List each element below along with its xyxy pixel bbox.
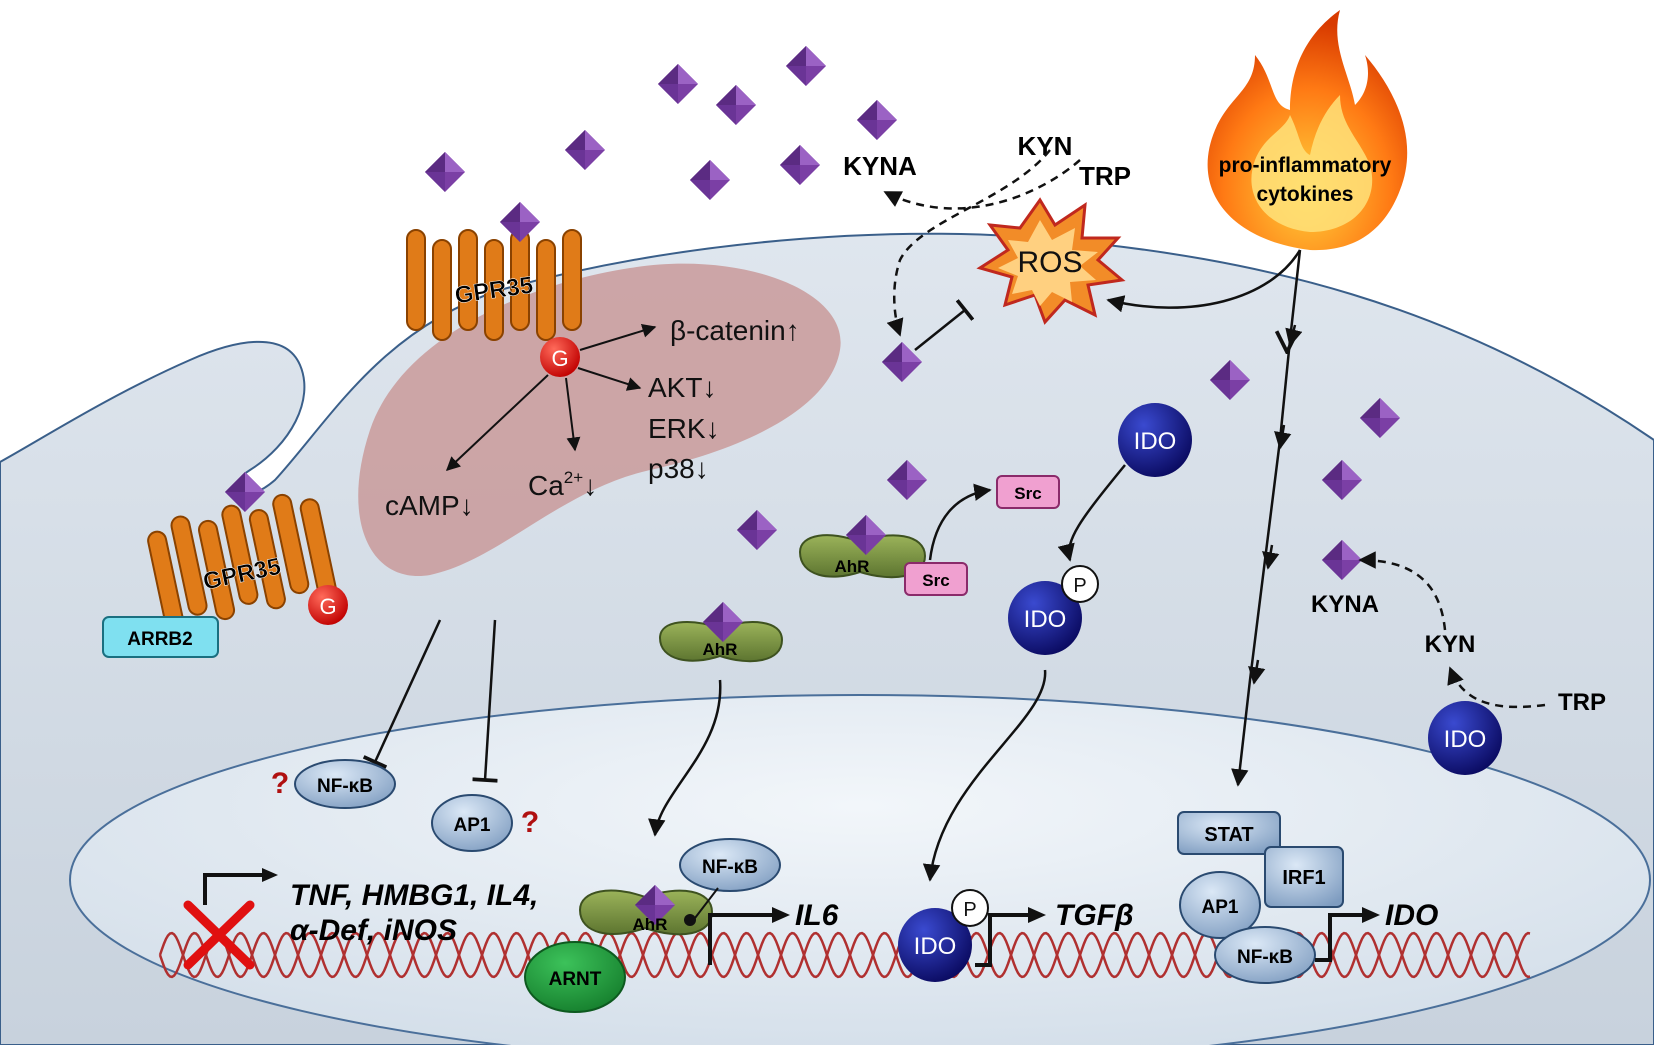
irf1-label: IRF1	[1282, 867, 1325, 889]
erk-label: ERK↓	[648, 413, 720, 444]
ido-phospho	[1008, 581, 1082, 655]
arrb2-box	[102, 616, 219, 658]
ido-nuclear	[898, 908, 972, 982]
ido-free	[1118, 403, 1192, 477]
g-protein-top-label: G	[551, 346, 568, 371]
cytokines-label-line2: cytokines	[1257, 183, 1354, 206]
ahr-cytoplasm: AhR	[658, 602, 784, 663]
ahr-to-nucleus-arrow	[648, 679, 722, 837]
ap1-nuclear	[1179, 871, 1261, 939]
ido-gene-label: IDO	[1385, 899, 1438, 932]
arrb2-label: ARRB2	[127, 629, 192, 650]
ido-nuclear-label: IDO	[914, 933, 957, 960]
nfkb-nuclear-ahr-label: NF-κB	[702, 857, 758, 878]
gpr35-receptor-lower: GPR35	[147, 493, 337, 631]
ahr-nuclear-label: AhR	[633, 915, 668, 934]
arnt-label: ARNT	[549, 969, 602, 990]
nfkb-cytoplasm-label: NF-κB	[317, 776, 373, 797]
src-release-arrow	[928, 483, 992, 561]
gpr35-receptor-top: GPR35 G	[406, 202, 582, 377]
arnt	[524, 941, 626, 1013]
ido-phospho-label: IDO	[1024, 606, 1067, 633]
calcium-superscript: 2+	[564, 468, 583, 487]
ahr-cytoplasm-label: AhR	[703, 640, 738, 659]
ido-free-label: IDO	[1134, 428, 1177, 455]
stat-label: STAT	[1204, 824, 1253, 846]
src-bound-label: Src	[922, 571, 949, 590]
kyn-pathway-arrows-right	[1358, 551, 1546, 709]
ros-burst: ROS	[976, 197, 1126, 325]
nfkb-cytoplasm	[294, 759, 396, 809]
trp-label-right: TRP	[1558, 689, 1606, 716]
phospho-badge	[1061, 565, 1099, 603]
p38-label: p38↓	[648, 453, 709, 484]
question-mark-ap1: ?	[521, 806, 539, 839]
g-protein-lower-label: G	[319, 594, 336, 619]
camp-label: cAMP↓	[385, 490, 474, 521]
cytokines-label-line1: pro-inflammatory	[1219, 154, 1392, 177]
phospho-badge-nuclear	[951, 889, 989, 927]
g-signaling-arrows	[445, 324, 657, 471]
kyna-label-top: KYNA	[843, 151, 917, 181]
beta-catenin-label: β-catenin↑	[670, 315, 800, 346]
suppressed-genes-line1: TNF, HMBG1, IL4,	[290, 879, 538, 912]
cytokines-flame: pro-inflammatory cytokines	[1207, 10, 1408, 251]
question-mark-nfkb: ?	[271, 767, 289, 800]
src-free-label: Src	[1014, 484, 1041, 503]
g-protein-lower	[308, 585, 348, 625]
phospho-badge-nuclear-label: P	[963, 899, 976, 921]
trp-label-top: TRP	[1079, 161, 1131, 191]
ap1-cytoplasm-label: AP1	[454, 815, 491, 836]
ros-label: ROS	[1017, 246, 1082, 279]
kyna-label-right: KYNA	[1311, 591, 1379, 618]
ido-right	[1428, 701, 1502, 775]
g-protein-top	[540, 337, 580, 377]
il6-gene-label: IL6	[795, 899, 839, 932]
ahr-complex-label: AhR	[835, 557, 870, 576]
calcium-label: Ca2+↓	[528, 468, 597, 501]
irf1-box	[1264, 846, 1344, 908]
tgfb-gene-label: TGFβ	[1055, 899, 1134, 932]
nucleus	[69, 694, 1651, 1045]
ido-to-nucleus-arrow	[922, 669, 1047, 882]
src-box-free	[996, 475, 1060, 509]
kyn-label-top: KYN	[1018, 131, 1073, 161]
calcium-arrow: ↓	[583, 470, 597, 501]
src-box-bound	[904, 562, 968, 596]
signaling-zone	[358, 263, 841, 577]
ahr-src-complex: AhR Src	[798, 515, 968, 596]
cytokine-pathway-ticks	[1248, 324, 1303, 685]
ido-phosphorylation-arrow	[1057, 464, 1126, 562]
transcription-factor-complex: STAT IRF1 AP1 NF-κB	[1177, 811, 1380, 984]
ap1-nuclear-label: AP1	[1202, 897, 1239, 918]
phospho-badge-label: P	[1073, 575, 1086, 597]
top-arrows	[883, 149, 1302, 787]
stat-box	[1177, 811, 1281, 855]
nfkb-nuclear-ido	[1214, 926, 1316, 984]
kyn-label-right: KYN	[1425, 631, 1476, 658]
tgfb-transcription-arrow	[975, 907, 1046, 967]
suppressed-genes-line2: α-Def, iNOS	[290, 914, 457, 947]
inhibition-lines	[362, 619, 498, 783]
calcium-base: Ca	[528, 470, 564, 501]
akt-label: AKT↓	[648, 372, 716, 403]
ido-right-label: IDO	[1444, 726, 1487, 753]
ap1-cytoplasm	[431, 794, 513, 852]
nfkb-nuclear-ido-label: NF-κB	[1237, 947, 1293, 968]
nfkb-nuclear-ahr	[679, 838, 781, 892]
gene-blocked-mark	[183, 868, 278, 970]
ahr-arnt-complex: AhR ARNT NF-κB	[524, 838, 790, 1013]
